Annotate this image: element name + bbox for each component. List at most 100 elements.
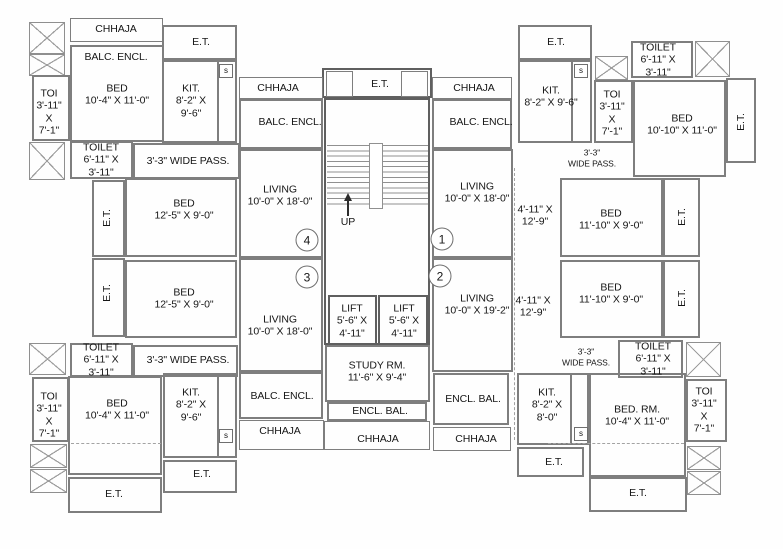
- label-lift-left: LIFT 5'-6" X 4'-11": [336, 302, 368, 340]
- label-living-unit3: LIVING 10'-0" X 18'-0": [247, 313, 313, 338]
- label-bed-top-left: BED 10'-4" X 11'-0": [84, 82, 150, 107]
- label-toilet-bottom-right: TOILET 6'-11" X 3'-11": [635, 340, 671, 378]
- passage-bottom-left: [133, 345, 238, 377]
- room-bed-mid-right-upper: [560, 178, 663, 257]
- label-living-unit1: LIVING 10'-0" X 18'-0": [444, 180, 510, 205]
- label-et-mid-left-upper: E.T.: [100, 209, 113, 227]
- label-lift-right: LIFT 5'-6" X 4'-11": [388, 302, 420, 340]
- duct-left-of-et: [326, 71, 353, 97]
- label-et-bottom-left: E.T.: [105, 487, 123, 500]
- label-chhaja-bottom-center: CHHAJA: [357, 432, 399, 445]
- sink-marker: s: [574, 64, 588, 78]
- room-kitchen-bottom-left: [163, 373, 237, 458]
- staircase-core: [324, 98, 430, 345]
- duct-right-of-et: [401, 71, 428, 97]
- room-toilet-bottom-right: [618, 340, 683, 378]
- label-chhaja-left-of-stairs: CHHAJA: [257, 81, 299, 94]
- sink-marker: s: [574, 427, 588, 441]
- room-et-mid-left-lower: [92, 258, 125, 337]
- label-toi-bottom-left: TOI 3'-11" X 7'-1": [36, 390, 62, 440]
- label-bed-top-right: BED 10'-10" X 11'-0": [647, 112, 717, 137]
- room-toilet-top-right: [631, 41, 693, 78]
- room-et-top-left: [162, 25, 237, 60]
- duct-shaft: [595, 56, 628, 80]
- room-toi-top-left: [32, 75, 70, 141]
- duct-shaft: [29, 22, 65, 54]
- label-toi-bottom-right: TOI 3'-11" X 7'-1": [691, 385, 717, 435]
- label-bed-mid-right-lower: BED 11'-10" X 9'-0": [578, 281, 644, 306]
- room-et-side-top-right: [726, 78, 756, 163]
- room-kitchen-top-right: [518, 60, 592, 143]
- label-balc-encl-left-of-stairs: BALC. ENCL.: [258, 115, 322, 128]
- label-kitchen-bottom-left: KIT. 8'-2" X 9'-6": [175, 386, 207, 424]
- label-et-mid-left-lower: E.T.: [100, 284, 113, 302]
- label-passage-bottom-right: 3'-3" WIDE PASS.: [562, 346, 610, 367]
- label-bed-mid-left-lower: BED 12'-5" X 9'-0": [154, 286, 214, 311]
- room-bed-mid-left-lower: [125, 260, 237, 338]
- label-toilet-top-left: TOILET 6'-11" X 3'-11": [83, 141, 119, 179]
- label-encl-bal-center: ENCL. BAL.: [352, 404, 408, 417]
- duct-shaft: [29, 54, 65, 76]
- room-et-mid-left-upper: [92, 180, 125, 257]
- duct-shaft: [686, 342, 721, 377]
- label-chhaja-right-of-stairs: CHHAJA: [453, 81, 495, 94]
- et-box-top-center: [322, 68, 432, 98]
- label-et-top-center: E.T.: [371, 77, 389, 90]
- label-bed-mid-right-upper: BED 11'-10" X 9'-0": [578, 207, 644, 232]
- label-passage-top-right: 3'-3" WIDE PASS.: [568, 147, 616, 168]
- label-et-mid-right-upper: E.T.: [675, 208, 688, 226]
- label-up: UP: [340, 215, 356, 228]
- room-study: [325, 345, 430, 402]
- duct-shaft: [29, 142, 65, 180]
- label-toilet-top-right: TOILET 6'-11" X 3'-11": [640, 41, 676, 79]
- unit-circle-1: 1: [430, 227, 454, 251]
- sink-marker: s: [219, 429, 233, 443]
- duct-shaft: [695, 41, 730, 77]
- up-arrow-head: [344, 193, 352, 201]
- duct-shaft: [30, 444, 67, 468]
- kitchen-platform-line: [217, 62, 219, 141]
- stair-mid-divider: [369, 143, 383, 209]
- unit-circle-4: 4: [295, 228, 319, 252]
- unit-circle-2: 2: [428, 264, 452, 288]
- dashed-line-bed-bottom-right: [548, 443, 684, 444]
- label-et-bottom-right-kit: E.T.: [545, 455, 563, 468]
- label-et-mid-right-lower: E.T.: [675, 289, 688, 307]
- chhaja-strip-bottom-left-of-stairs: [239, 420, 324, 450]
- label-balc-encl-bottom-left: BALC. ENCL.: [250, 389, 314, 402]
- label-toi-top-right: TOI 3'-11" X 7'-1": [599, 88, 625, 138]
- room-et-bottom-left: [68, 477, 162, 513]
- chhaja-strip-right-of-stairs: [432, 77, 512, 99]
- room-living-unit3: [239, 258, 323, 372]
- label-passage-bottom-left: 3'-3" WIDE PASS.: [146, 353, 230, 366]
- label-study: STUDY RM. 11'-6" X 9'-4": [347, 359, 407, 384]
- sink-marker: s: [219, 64, 233, 78]
- room-bed-bottom-left: [68, 376, 162, 475]
- label-et-bottom-right: E.T.: [629, 486, 647, 499]
- balc-encl-left-of-stairs: [239, 99, 323, 149]
- label-chhaja-top-left: CHHAJA: [95, 22, 137, 35]
- room-lift-right: [378, 295, 428, 345]
- label-kitchen-top-right: KIT. 8'-2" X 9'-6": [524, 84, 578, 109]
- kitchen-platform-line: [570, 375, 572, 443]
- label-living-unit2: LIVING 10'-0" X 19'-2": [444, 292, 510, 317]
- label-et-top-right: E.T.: [547, 35, 565, 48]
- room-bed-top-right: [633, 80, 726, 177]
- kitchen-platform-line: [571, 62, 573, 141]
- room-living-unit4: [239, 149, 323, 258]
- label-toilet-bottom-left: TOILET 6'-11" X 3'-11": [83, 341, 119, 379]
- room-et-bottom-right-kit: [517, 447, 584, 477]
- encl-bal-center: [327, 402, 427, 421]
- room-living-unit1: [432, 149, 513, 258]
- duct-shaft: [687, 446, 721, 470]
- label-chhaja-bottom-right-of-stairs: CHHAJA: [455, 432, 497, 445]
- balc-encl-right-of-stairs: [432, 99, 512, 149]
- label-et-bottom-left-kit: E.T.: [193, 467, 211, 480]
- room-et-mid-right-upper: [663, 178, 700, 257]
- label-passage-mid-right-lower: 4'-11" X 12'-9": [515, 294, 551, 319]
- label-toi-top-left: TOI 3'-11" X 7'-1": [36, 87, 62, 137]
- label-balc-encl-top-left: BALC. ENCL.: [84, 50, 148, 63]
- room-kitchen-top-left: [162, 60, 237, 143]
- balc-encl-bottom-left-of-stairs: [239, 372, 323, 419]
